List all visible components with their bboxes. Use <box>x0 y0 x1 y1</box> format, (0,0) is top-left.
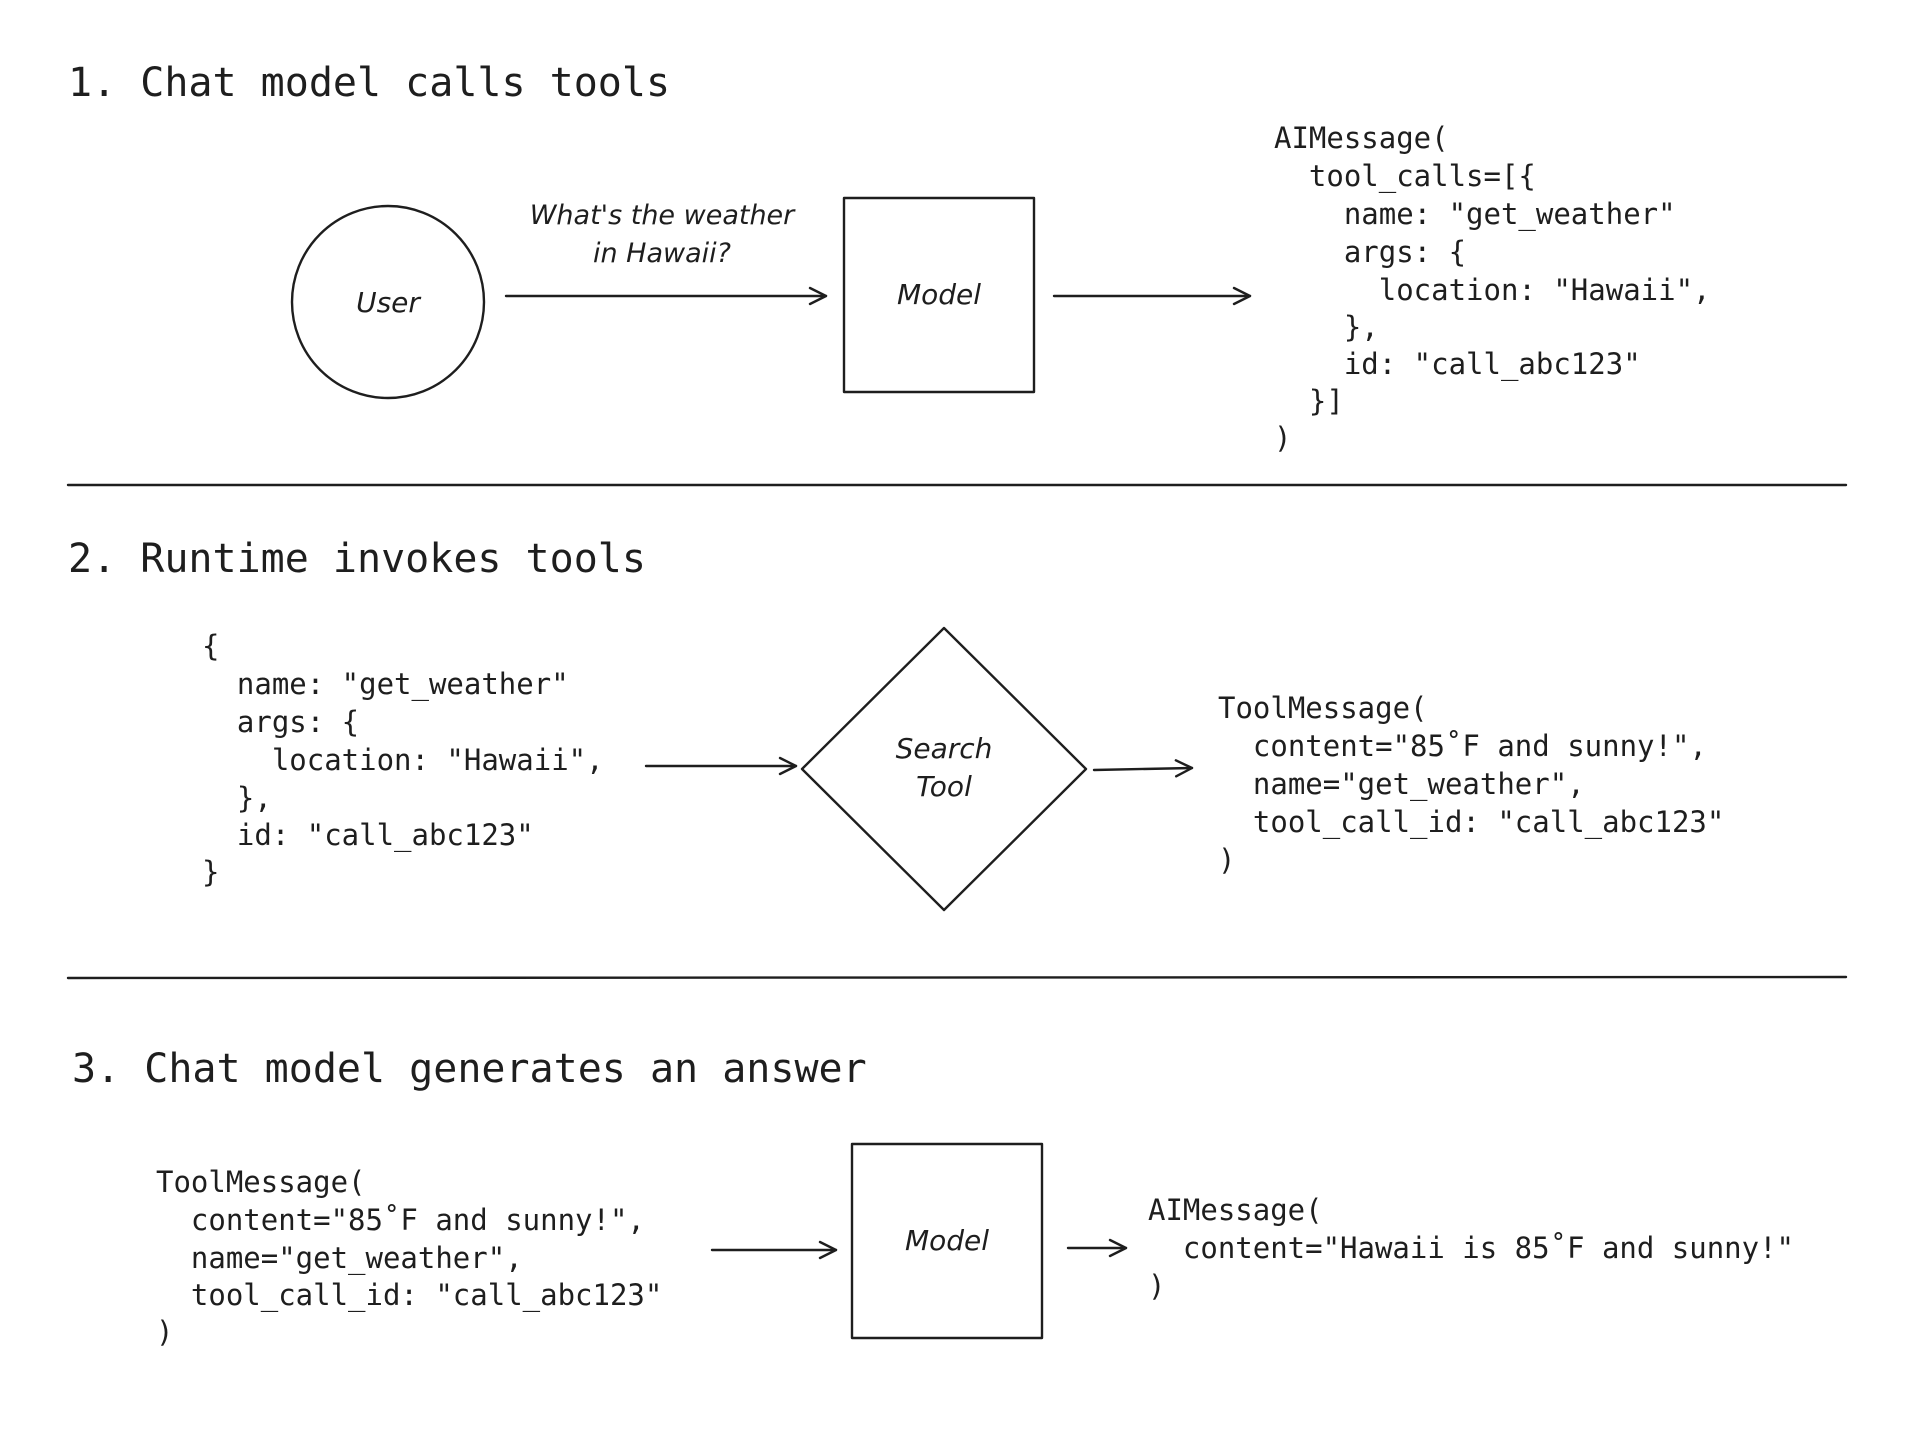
code-line: ) <box>1148 1269 1165 1303</box>
aimessage-tool-calls-code: AIMessage( tool_calls=[{ name: "get_weat… <box>1274 121 1711 455</box>
code-line: name: "get_weather" <box>202 667 569 702</box>
section-3-title: 3. Chat model generates an answer <box>72 1046 867 1092</box>
search-tool-node <box>800 626 1088 912</box>
code-line: content="85˚F and sunny!", <box>156 1203 645 1237</box>
code-line: }, <box>1274 310 1379 344</box>
code-line: args: { <box>1274 235 1466 269</box>
tool-label-line-1: Search <box>896 732 993 765</box>
section-3: 3. Chat model generates an answer ToolMe… <box>72 1046 1794 1349</box>
user-label: User <box>356 286 421 319</box>
tool-to-toolmessage-arrow <box>1092 759 1194 778</box>
tool-call-input-code: { name: "get_weather" args: { location: … <box>202 629 604 889</box>
code-line: AIMessage( <box>1274 121 1449 155</box>
section-1-title: 1. Chat model calls tools <box>68 60 670 106</box>
code-line: ) <box>1274 421 1291 455</box>
model-node-1 <box>842 196 1036 394</box>
code-line: args: { <box>202 705 359 739</box>
code-line: tool_call_id: "call_abc123" <box>156 1278 662 1313</box>
code-line: id: "call_abc123" <box>202 818 534 853</box>
code-line: content="Hawaii is 85˚F and sunny!" <box>1148 1231 1794 1265</box>
code-line: ) <box>1218 843 1235 877</box>
code-line: id: "call_abc123" <box>1274 347 1641 382</box>
code-line: content="85˚F and sunny!", <box>1218 729 1707 763</box>
edge-label-line-1: What's the weather <box>530 200 796 231</box>
toolmessage-output-code: ToolMessage( content="85˚F and sunny!", … <box>1218 691 1724 877</box>
code-line: tool_call_id: "call_abc123" <box>1218 805 1724 840</box>
code-line: location: "Hawaii", <box>1274 273 1711 307</box>
section-2: 2. Runtime invokes tools { name: "get_we… <box>68 536 1724 912</box>
model-node-2 <box>850 1142 1044 1340</box>
section-1: 1. Chat model calls tools User What's th… <box>68 60 1711 455</box>
tool-label-line-2: Tool <box>916 770 972 803</box>
code-line: name: "get_weather" <box>1274 197 1676 232</box>
code-line: { <box>202 629 219 663</box>
code-line: AIMessage( <box>1148 1193 1323 1227</box>
toolmessage-input-code: ToolMessage( content="85˚F and sunny!", … <box>156 1165 662 1349</box>
code-line: ToolMessage( <box>156 1165 366 1199</box>
code-line: ) <box>156 1315 173 1349</box>
section-divider-2 <box>66 975 1848 980</box>
edge-label-line-2: in Hawaii? <box>593 238 731 269</box>
code-line: tool_calls=[{ <box>1274 159 1536 194</box>
model-label-1: Model <box>897 278 981 311</box>
code-line: } <box>202 855 219 889</box>
user-node <box>290 204 486 400</box>
code-line: }, <box>202 781 272 815</box>
code-line: location: "Hawaii", <box>202 743 604 777</box>
model-label-2: Model <box>905 1224 989 1257</box>
aimessage-answer-code: AIMessage( content="Hawaii is 85˚F and s… <box>1148 1193 1794 1303</box>
section-2-title: 2. Runtime invokes tools <box>68 536 646 582</box>
code-line: name="get_weather", <box>1218 767 1585 802</box>
code-line: ToolMessage( <box>1218 691 1428 725</box>
code-line: }] <box>1274 384 1344 418</box>
code-line: name="get_weather", <box>156 1241 523 1276</box>
